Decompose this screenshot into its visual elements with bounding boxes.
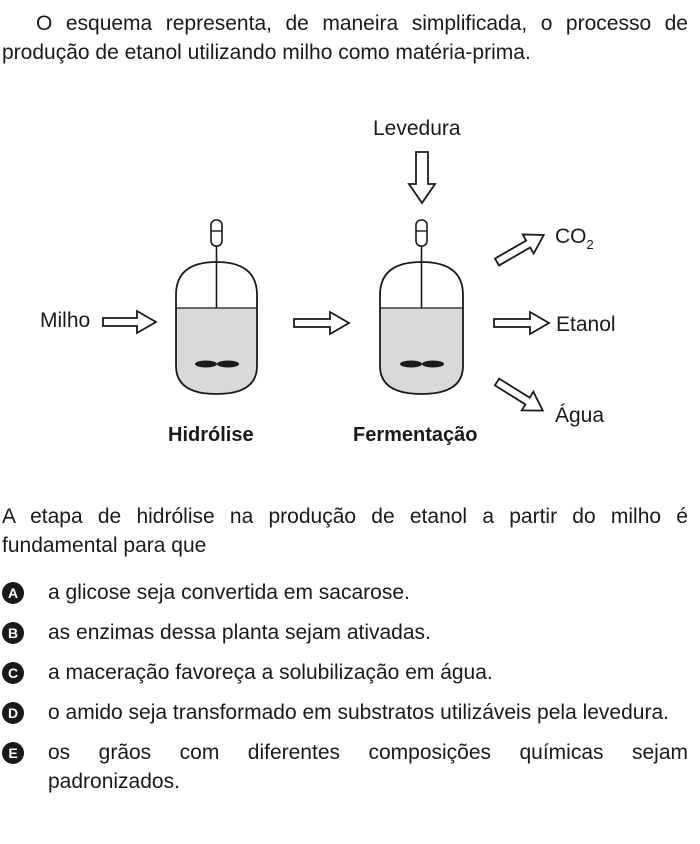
option-d[interactable]: D o amido seja transformado em substrato… <box>0 698 700 727</box>
water-output-label: Água <box>555 404 604 427</box>
option-text: as enzimas dessa planta sejam ativadas. <box>48 621 431 644</box>
option-text: os grãos com diferentes composições quím… <box>48 741 688 793</box>
option-text: a maceração favoreça a solubilização em … <box>48 661 493 684</box>
option-letter-badge: D <box>2 702 24 724</box>
option-letter-badge: B <box>2 622 24 644</box>
yeast-label: Levedura <box>373 117 461 140</box>
fermentation-reactor <box>379 219 464 395</box>
co2-subscript: 2 <box>587 237 594 252</box>
hydrolysis-reactor <box>175 219 258 395</box>
water-output-arrow-icon <box>493 377 545 412</box>
option-text: o amido seja transformado em substratos … <box>48 701 669 724</box>
option-e[interactable]: E os grãos com diferentes composições qu… <box>0 738 700 796</box>
co2-text: CO <box>555 225 587 248</box>
intro-paragraph: O esquema representa, de maneira simplif… <box>2 12 688 64</box>
corn-input-arrow-icon <box>102 309 158 335</box>
hydrolysis-stage-label: Hidrólise <box>168 424 254 446</box>
transfer-arrow-icon <box>293 310 351 336</box>
option-b[interactable]: B as enzimas dessa planta sejam ativadas… <box>0 618 700 647</box>
yeast-arrow-icon <box>407 151 437 205</box>
ethanol-process-diagram: Levedura Milho CO2 Etanol Água Hidró <box>40 117 616 446</box>
option-letter-badge: C <box>2 662 24 684</box>
option-letter-badge: A <box>2 582 24 604</box>
option-c[interactable]: C a maceração favoreça a solubilização e… <box>0 658 700 687</box>
question-stem: A etapa de hidrólise na produção de etan… <box>2 505 688 557</box>
ethanol-output-arrow-icon <box>493 310 551 336</box>
ethanol-output-label: Etanol <box>556 313 616 336</box>
option-text: a glicose seja convertida em sacarose. <box>48 581 410 604</box>
option-letter-badge: E <box>2 742 24 764</box>
option-a[interactable]: A a glicose seja convertida em sacarose. <box>0 578 700 607</box>
answer-options: A a glicose seja convertida em sacarose.… <box>0 578 700 796</box>
corn-input-label: Milho <box>40 309 90 332</box>
fermentation-stage-label: Fermentação <box>353 424 478 446</box>
co2-output-label: CO2 <box>555 225 594 252</box>
co2-output-arrow-icon <box>493 233 546 267</box>
